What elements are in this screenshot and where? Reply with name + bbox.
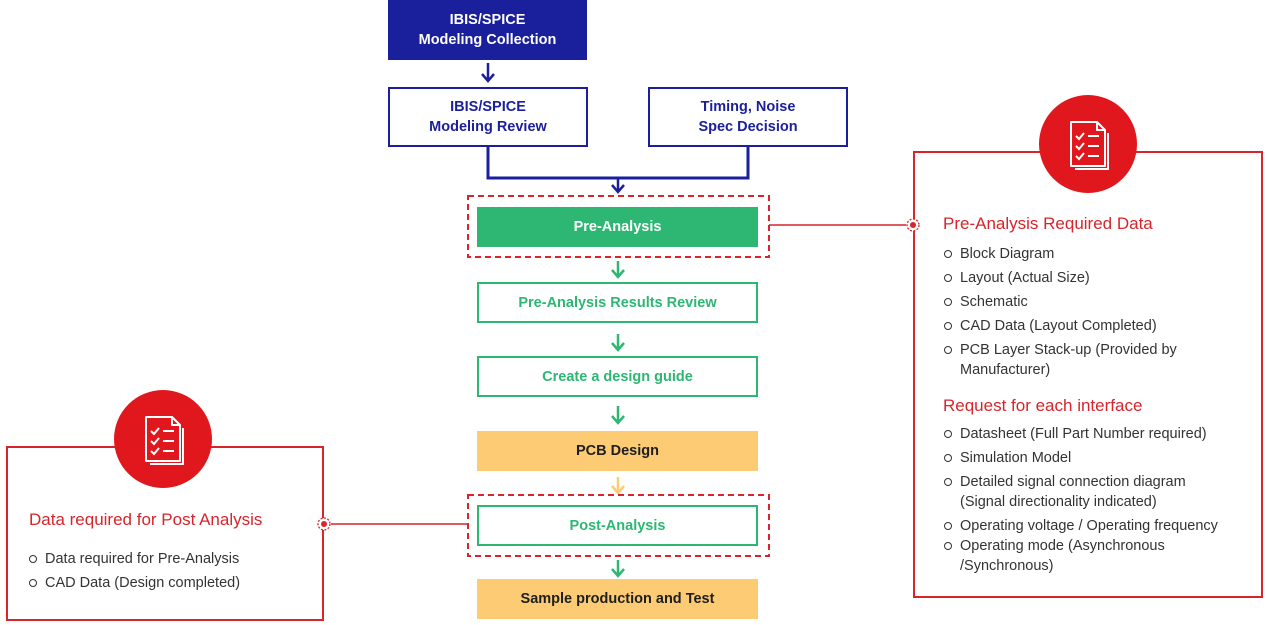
timing-noise-line-1: Timing, Noise <box>700 99 796 115</box>
interface-request-list: Datasheet (Full Part Number required) Si… <box>943 424 1218 580</box>
arrow-review-to-guide <box>611 334 625 352</box>
pre-analysis-review-label: Pre-Analysis Results Review <box>518 294 717 311</box>
pcb-design-label: PCB Design <box>576 443 659 459</box>
timing-noise-line-2: Spec Decision <box>698 119 798 135</box>
timing-noise-spec-box: Timing, Noise Spec Decision <box>648 87 848 147</box>
request-for-each-interface-title: Request for each interface <box>943 396 1143 415</box>
modeling-collection-line-2: Modeling Collection <box>418 32 557 48</box>
list-item: Simulation Model <box>943 448 1218 468</box>
list-item: Operating voltage / Operating frequency <box>943 516 1218 536</box>
left-target-icon <box>317 517 331 531</box>
list-item: Data required for Pre-Analysis <box>28 549 240 569</box>
post-analysis-highlight-frame <box>467 494 770 557</box>
pre-analysis-required-data-title: Pre-Analysis Required Data <box>943 214 1153 233</box>
checklist-document-icon <box>145 416 184 465</box>
list-item: CAD Data (Layout Completed) <box>943 316 1177 336</box>
checklist-document-icon <box>1070 121 1109 170</box>
pre-analysis-label: Pre-Analysis <box>573 219 662 235</box>
post-analysis-label: Post-Analysis <box>569 517 666 534</box>
post-analysis-data-title: Data required for Post Analysis <box>29 510 263 529</box>
modeling-review-line-1: IBIS/SPICE <box>450 99 526 115</box>
modeling-collection-box: IBIS/SPICE Modeling Collection <box>388 0 587 60</box>
arrow-post-analysis-to-sample <box>611 560 625 578</box>
required-data-list: Block Diagram Layout (Actual Size) Schem… <box>943 244 1177 384</box>
modeling-review-box: IBIS/SPICE Modeling Review <box>388 87 588 147</box>
pre-analysis-required-data-panel <box>913 151 1263 598</box>
pcb-design-box: PCB Design <box>477 431 758 471</box>
post-analysis-data-list: Data required for Pre-Analysis CAD Data … <box>28 549 240 597</box>
modeling-collection-line-1: IBIS/SPICE <box>449 12 526 28</box>
right-target-icon <box>906 218 920 232</box>
design-guide-label: Create a design guide <box>542 368 693 385</box>
pre-analysis-box: Pre-Analysis <box>477 207 758 247</box>
list-item: Datasheet (Full Part Number required) <box>943 424 1218 444</box>
list-item: Detailed signal connection diagram(Signa… <box>943 472 1218 512</box>
pre-analysis-highlight-frame <box>467 195 770 258</box>
right-checklist-badge <box>1039 95 1137 193</box>
arrow-pcb-to-post-analysis <box>611 477 625 495</box>
arrow-collection-to-review <box>481 63 495 83</box>
list-item: CAD Data (Design completed) <box>28 573 240 593</box>
modeling-review-line-2: Modeling Review <box>429 119 547 135</box>
left-checklist-badge <box>114 390 212 488</box>
merge-connector <box>486 147 750 194</box>
arrow-pre-analysis-to-review <box>611 261 625 279</box>
design-guide-box: Create a design guide <box>477 356 758 397</box>
post-analysis-box: Post-Analysis <box>477 505 758 546</box>
list-item: Schematic <box>943 292 1177 312</box>
list-item: Block Diagram <box>943 244 1177 264</box>
sample-production-label: Sample production and Test <box>520 591 715 607</box>
list-item: Layout (Actual Size) <box>943 268 1177 288</box>
arrow-guide-to-pcb <box>611 406 625 425</box>
pre-analysis-review-box: Pre-Analysis Results Review <box>477 282 758 323</box>
list-item: Operating mode (Asynchronous/Synchronous… <box>943 536 1218 576</box>
sample-production-box: Sample production and Test <box>477 579 758 619</box>
